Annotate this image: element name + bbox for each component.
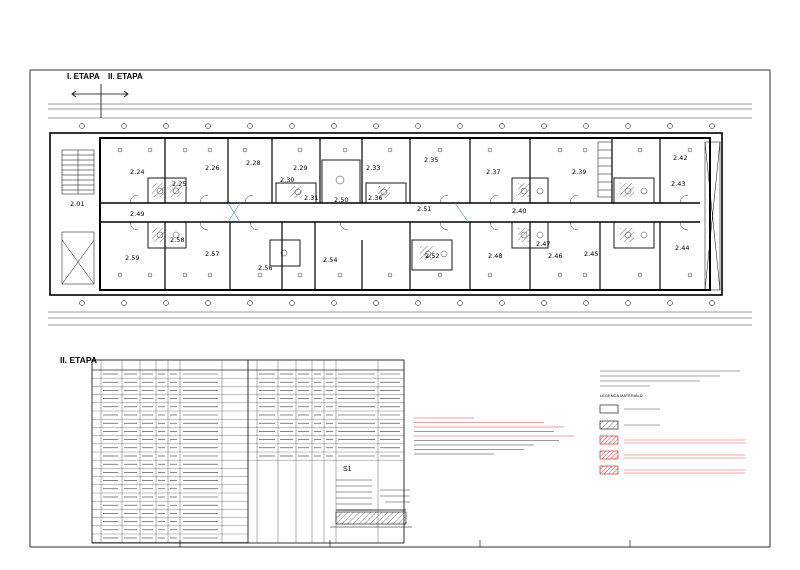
etapa-one-label: I. ETAPA <box>67 72 100 81</box>
room-label: 2.26 <box>205 164 219 172</box>
room-label: 2.24 <box>130 168 144 176</box>
room-label: 2.25 <box>172 180 186 188</box>
room-label: 2.47 <box>536 240 550 248</box>
fixtures <box>156 175 648 258</box>
room-label: 2.40 <box>512 207 526 215</box>
room-label: 2.31 <box>304 194 318 202</box>
section-label: S1 <box>343 466 352 473</box>
legend-heading: LEGENDA MATERIÁLŮ <box>600 393 643 398</box>
table-row-lines <box>92 369 404 543</box>
room-label: 2.42 <box>673 154 687 162</box>
building-outline <box>49 132 723 296</box>
etapa-two-label: II. ETAPA <box>108 72 143 81</box>
room-label: 2.46 <box>548 252 562 260</box>
room-label: 2.56 <box>258 264 272 272</box>
room-label: 2.39 <box>572 168 586 176</box>
room-markers <box>117 147 693 278</box>
room-label: 2.43 <box>671 180 685 188</box>
corridor-accents <box>227 202 469 223</box>
staircase-right <box>597 141 721 291</box>
room-label: 2.50 <box>334 196 348 204</box>
door-swings <box>129 194 689 231</box>
grid-markers-top <box>79 123 715 129</box>
room-label: 2.35 <box>424 156 438 164</box>
frame-ticks <box>179 540 631 547</box>
bathroom-cores <box>147 159 655 271</box>
top-dimensions <box>48 103 752 119</box>
room-label: 2.57 <box>205 250 219 258</box>
room-label: 2.37 <box>486 168 500 176</box>
corridor-walls <box>100 202 700 223</box>
room-label: 2.49 <box>130 210 144 218</box>
room-label: 2.51 <box>417 205 431 213</box>
room-label: 2.58 <box>170 236 184 244</box>
etapa-divider <box>71 84 129 118</box>
table-cell-scribbles <box>103 373 400 539</box>
inner-outline <box>99 137 711 291</box>
room-label: 2.36 <box>368 194 382 202</box>
room-label: 2.48 <box>488 252 502 260</box>
room-label: 2.52 <box>425 252 439 260</box>
room-label: 2.28 <box>246 159 260 167</box>
table-title: II. ETAPA <box>60 355 97 365</box>
notes-block <box>414 417 574 455</box>
staircase-left <box>61 149 95 285</box>
room-label: 2.54 <box>323 256 337 264</box>
room-label: 2.59 <box>125 254 139 262</box>
room-label: 2.33 <box>366 164 380 172</box>
section-detail <box>330 479 412 528</box>
room-label: 2.01 <box>70 200 84 208</box>
room-label: 2.29 <box>293 164 307 172</box>
legend <box>599 370 745 475</box>
room-label: 2.45 <box>584 250 598 258</box>
room-label: 2.30 <box>280 176 294 184</box>
partition-walls <box>164 138 661 290</box>
sheet-frame <box>29 69 771 548</box>
bottom-dimensions <box>48 311 752 326</box>
room-label: 2.44 <box>675 244 689 252</box>
grid-markers-bottom <box>79 300 715 306</box>
